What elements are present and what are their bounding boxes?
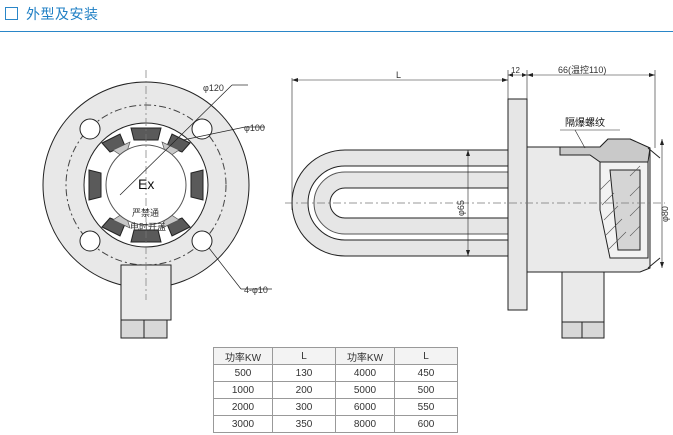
table-cell: 500 — [394, 381, 458, 399]
warning-text-line2: 电时开盖 — [130, 221, 166, 232]
table-cell: 5000 — [335, 381, 395, 399]
table-row: 500 130 4000 450 — [213, 364, 458, 382]
thread-label: 隔爆螺纹 — [565, 116, 605, 129]
table-cell: 2000 — [213, 398, 273, 416]
bolt-hole — [79, 230, 101, 252]
col-power-1: 功率KW — [213, 347, 273, 365]
table-cell: 500 — [213, 364, 273, 382]
col-length-2: L — [394, 347, 458, 365]
dim-bolt-circle: φ100 — [244, 123, 265, 133]
table-cell: 450 — [394, 364, 458, 382]
header-divider — [0, 31, 673, 32]
bolt-hole — [79, 118, 101, 140]
table-cell: 130 — [272, 364, 336, 382]
table-cell: 600 — [394, 415, 458, 433]
dim-flange-thickness: 12 — [511, 66, 520, 75]
flange-front-view — [42, 70, 272, 339]
table-row: 3000 350 8000 600 — [213, 415, 458, 433]
section-title: 外型及安装 — [26, 6, 99, 22]
table-cell: 1000 — [213, 381, 273, 399]
table-row: 2000 300 6000 550 — [213, 398, 458, 416]
power-length-table: 功率KW L 功率KW L 500 130 4000 450 1000 200 … — [213, 347, 458, 433]
table-cell: 300 — [272, 398, 336, 416]
dim-element-diameter: φ65 — [456, 200, 466, 216]
table-cell: 350 — [272, 415, 336, 433]
dim-housing-diameter: φ80 — [660, 206, 670, 222]
bolt-hole — [191, 118, 213, 140]
ex-mark: Ex — [138, 176, 154, 192]
section-header: 外型及安装 — [0, 0, 673, 34]
side-junction-box — [561, 271, 605, 323]
section-marker-icon — [5, 7, 18, 20]
dim-bolt-holes: 4-φ10 — [244, 285, 268, 295]
bolt-hole — [191, 230, 213, 252]
table-cell: 8000 — [335, 415, 395, 433]
table-cell: 550 — [394, 398, 458, 416]
technical-drawing: Ex 严禁通 电时开盖 φ120 φ100 4-φ10 L 12 66(温控11… — [42, 64, 670, 339]
col-length-1: L — [272, 347, 336, 365]
dim-length-L: L — [396, 70, 401, 80]
dim-outer-diameter: φ120 — [203, 83, 224, 93]
table-cell: 200 — [272, 381, 336, 399]
table-cell: 6000 — [335, 398, 395, 416]
dim-housing-length: 66(温控110) — [558, 64, 606, 75]
table-cell: 3000 — [213, 415, 273, 433]
table-cell: 4000 — [335, 364, 395, 382]
col-power-2: 功率KW — [335, 347, 395, 365]
warning-text-line1: 严禁通 — [132, 208, 159, 218]
heater-side-view — [285, 70, 665, 339]
table-header-row: 功率KW L 功率KW L — [213, 347, 458, 365]
side-cable-gland — [561, 321, 605, 339]
flange-plate — [507, 98, 528, 311]
table-row: 1000 200 5000 500 — [213, 381, 458, 399]
